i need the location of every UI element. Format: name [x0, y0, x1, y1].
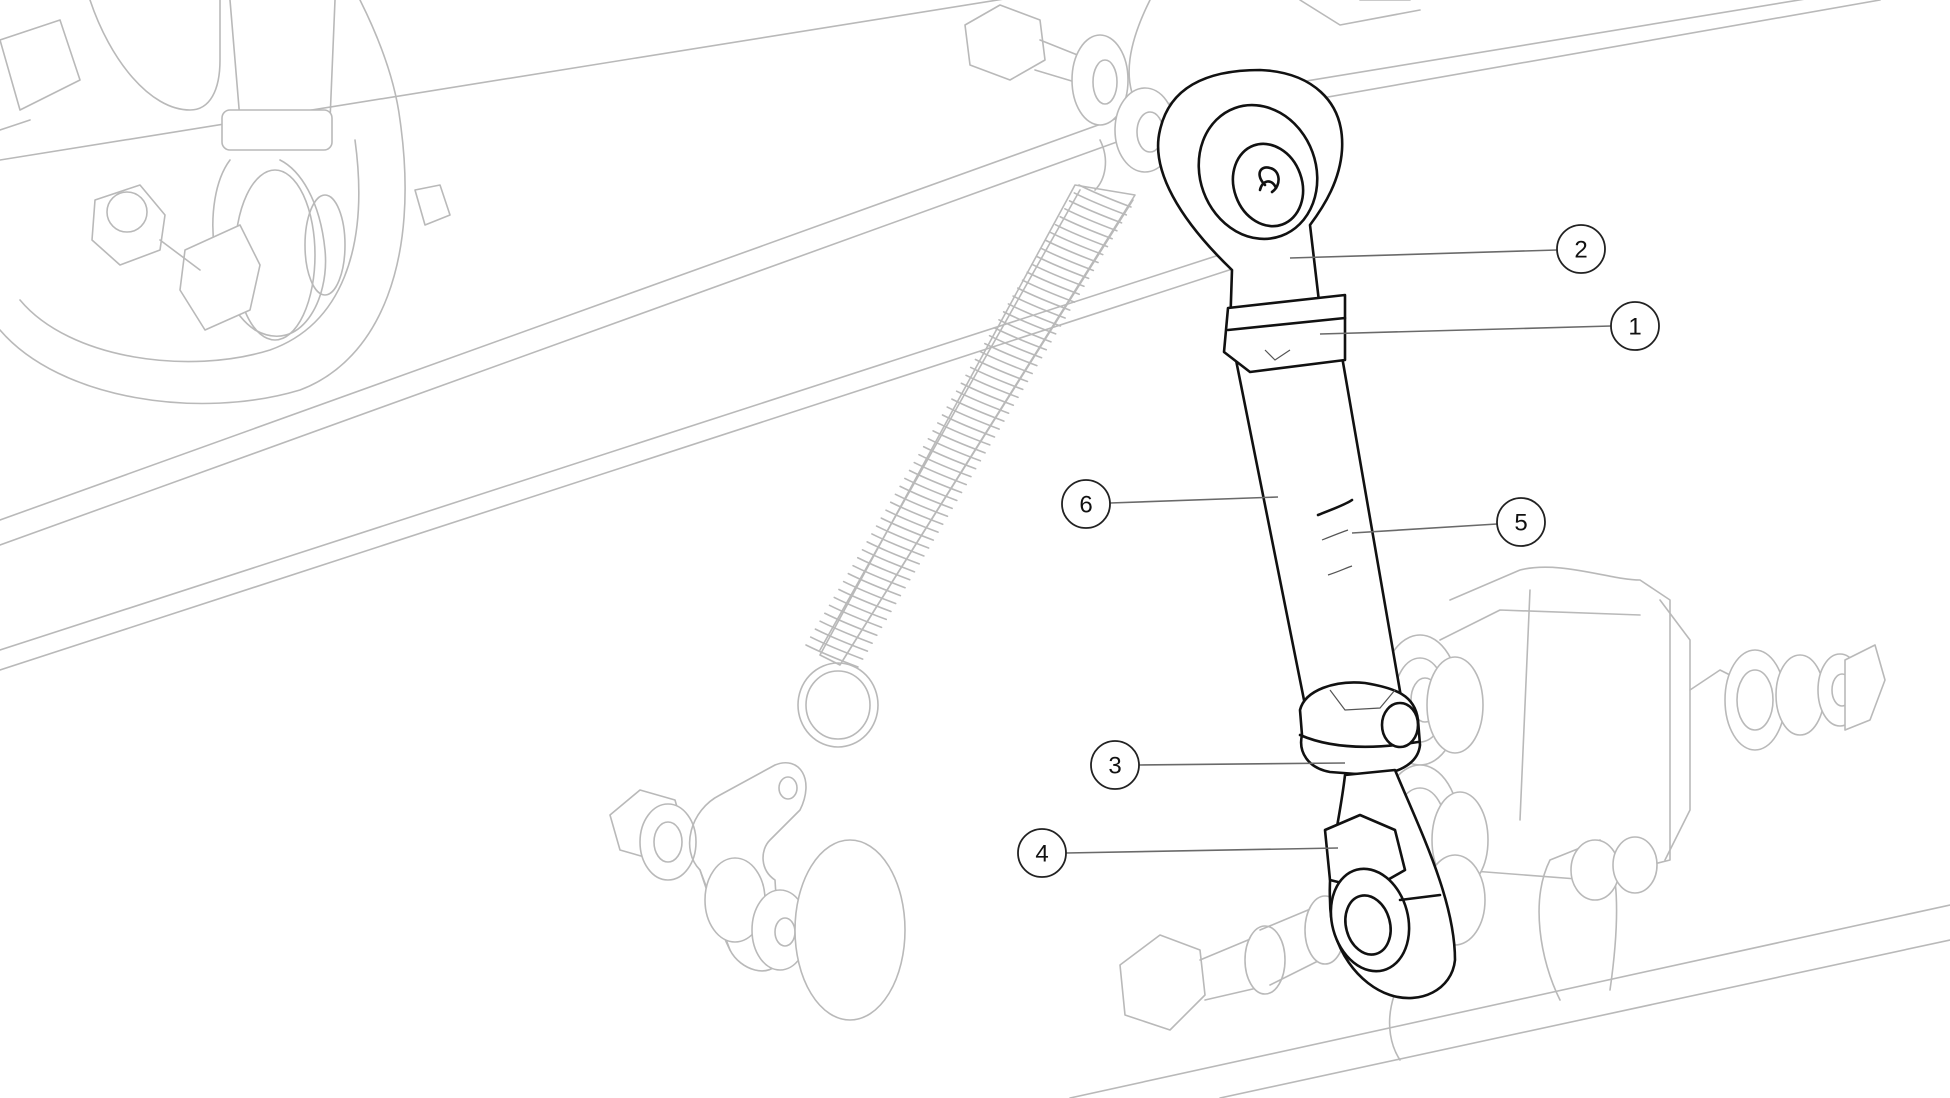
spring-coil — [960, 382, 1015, 407]
frame-rail-lower — [0, 244, 1950, 1098]
lower-rod-end — [1323, 768, 1457, 1000]
spring-coil — [875, 525, 930, 549]
spring-coil — [819, 620, 873, 645]
spring-coil — [984, 342, 1038, 367]
callout-bubble-4 — [1017, 828, 1067, 878]
leader-line-4 — [1065, 847, 1339, 854]
spring-coil — [904, 477, 958, 502]
spring-coil — [1012, 295, 1066, 319]
spring-coil — [988, 334, 1043, 359]
spring-coil — [885, 509, 939, 533]
spring-coil — [1054, 223, 1109, 248]
spring-coil — [941, 414, 996, 438]
leader-line-3 — [1138, 762, 1346, 766]
spring-coil — [1068, 200, 1123, 224]
spring-coil — [1049, 231, 1104, 256]
spring-coil — [828, 604, 883, 629]
callout-bubble-1 — [1610, 301, 1660, 351]
tie-rod-body — [1233, 343, 1407, 732]
leader-line-1 — [1319, 325, 1612, 335]
spring-coil — [1021, 279, 1076, 303]
spring-coil — [1035, 255, 1090, 280]
spring-coil — [1045, 239, 1099, 264]
spring-coil — [1073, 192, 1128, 216]
callout-1: 1 — [1319, 301, 1660, 351]
spring-coil — [894, 493, 949, 518]
callout-group: 2 1 6 5 3 4 — [1017, 224, 1660, 878]
spring-coil — [908, 469, 963, 494]
spring-coil — [1078, 184, 1132, 208]
spring-coil — [833, 596, 888, 621]
callout-label-2: 2 — [1574, 237, 1587, 264]
spring-coil — [1040, 247, 1095, 272]
callout-label-6: 6 — [1079, 492, 1092, 519]
callout-label-3: 3 — [1108, 753, 1121, 780]
lower-jam-nut — [1298, 681, 1422, 777]
spring-coil — [880, 517, 935, 541]
spring-coil — [922, 445, 977, 470]
spring-coil — [936, 422, 991, 446]
tie-rod-assembly — [1156, 68, 1457, 1000]
spring-coil — [824, 612, 878, 637]
spring-coil — [814, 628, 869, 652]
spring-coil — [1031, 263, 1085, 288]
spring-coil — [965, 374, 1019, 399]
spring-coil — [842, 580, 897, 605]
spring-coil — [1026, 271, 1081, 296]
spring-coil — [998, 319, 1052, 343]
upper-jam-nut — [1222, 293, 1347, 374]
spring-coil — [861, 549, 916, 573]
callout-5: 5 — [1351, 497, 1546, 547]
spring-coil — [1017, 287, 1071, 311]
spring-coil — [955, 390, 1010, 415]
callout-bubble-3 — [1090, 740, 1140, 790]
spring-coil — [951, 398, 1005, 422]
spring-coil — [1059, 215, 1113, 240]
spring-coil — [979, 350, 1033, 375]
spring-coil — [969, 366, 1024, 391]
callout-3: 3 — [1090, 740, 1346, 790]
spring-coil — [993, 326, 1048, 351]
spring-coil — [899, 485, 953, 510]
spring-coil — [866, 541, 920, 565]
clevis-plate-assembly — [609, 762, 906, 1021]
spring-coil — [927, 437, 982, 462]
tension-spring — [797, 139, 1136, 748]
upper-rod-end — [1156, 68, 1344, 332]
spring-coil — [847, 572, 902, 597]
spring-coil — [809, 636, 864, 660]
spring-coil — [1064, 207, 1118, 232]
callout-label-5: 5 — [1514, 510, 1527, 537]
leader-line-5 — [1351, 523, 1498, 534]
leader-line-2 — [1289, 249, 1558, 259]
right-shaft-assembly — [1379, 566, 1886, 1061]
callout-bubble-5 — [1496, 497, 1546, 547]
callout-2: 2 — [1289, 224, 1606, 274]
callout-4: 4 — [1017, 828, 1339, 878]
leader-line-6 — [1109, 496, 1279, 504]
spring-coil — [1002, 311, 1057, 335]
callout-bubble-2 — [1556, 224, 1606, 274]
spring-coil — [974, 358, 1029, 383]
callout-label-4: 4 — [1035, 841, 1048, 868]
spring-coil — [932, 430, 986, 454]
spring-coil — [852, 564, 906, 589]
spring-coil — [871, 533, 925, 557]
callout-label-1: 1 — [1628, 314, 1641, 341]
spring-coil — [838, 588, 892, 613]
spring-coil — [946, 406, 1001, 430]
callout-bubble-6 — [1061, 479, 1111, 529]
top-left-linkage — [0, 0, 451, 405]
spring-coil — [856, 556, 911, 581]
spring-coil — [913, 461, 968, 486]
spring-coil — [918, 453, 972, 478]
spring-coil — [1007, 303, 1062, 327]
callout-6: 6 — [1061, 479, 1279, 529]
frame-rail-upper — [0, 0, 1881, 546]
spring-coil — [889, 501, 944, 526]
